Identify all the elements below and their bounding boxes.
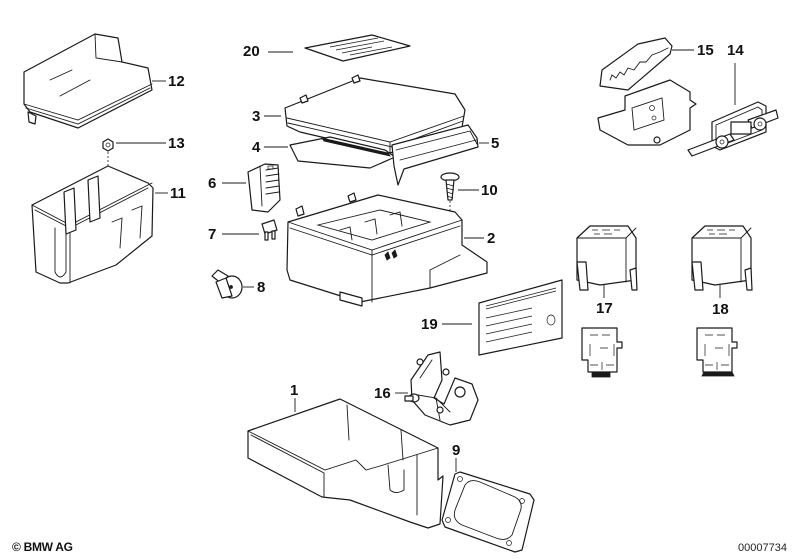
callout-5[interactable]: 5 [491, 135, 500, 152]
part-14-bridge[interactable] [687, 63, 779, 157]
part-9-gasket[interactable] [441, 471, 535, 553]
callout-1[interactable]: 1 [290, 382, 299, 399]
callout-4[interactable]: 4 [252, 139, 261, 156]
callout-7[interactable]: 7 [208, 226, 217, 243]
callout-12[interactable]: 12 [168, 73, 185, 90]
part-16-bracket[interactable] [404, 351, 479, 426]
part-4-gasket[interactable] [289, 136, 396, 169]
callout-6[interactable]: 6 [208, 175, 217, 192]
part-12-lid[interactable] [23, 33, 153, 129]
callout-2[interactable]: 2 [487, 230, 496, 247]
callout-13[interactable]: 13 [168, 135, 185, 152]
callout-19[interactable]: 19 [421, 316, 438, 333]
part-1-tray[interactable] [247, 398, 444, 529]
part-8-grommet[interactable] [211, 269, 243, 299]
callout-17[interactable]: 17 [596, 300, 613, 317]
part-18-socket[interactable] [691, 225, 753, 377]
callout-15[interactable]: 15 [697, 42, 714, 59]
part-10-screw[interactable] [440, 172, 460, 222]
callout-16[interactable]: 16 [374, 385, 391, 402]
part-6-clip[interactable] [247, 163, 281, 213]
part-2-base[interactable] [286, 192, 488, 307]
callout-9[interactable]: 9 [452, 442, 461, 459]
callout-18[interactable]: 18 [712, 301, 729, 318]
callout-3[interactable]: 3 [252, 108, 261, 125]
part-7-fuse[interactable] [261, 219, 278, 241]
part-15-terminal[interactable] [597, 37, 697, 146]
part-5-strip[interactable] [391, 124, 479, 186]
part-20-label[interactable] [304, 34, 411, 62]
part-13-nut[interactable] [102, 138, 114, 152]
callout-14[interactable]: 14 [727, 42, 744, 59]
callout-11[interactable]: 11 [170, 185, 186, 202]
part-17-socket[interactable] [576, 225, 638, 378]
copyright-notice: © BMW AG [12, 540, 73, 554]
diagram-number: 00007734 [738, 542, 787, 554]
part-11-housing[interactable] [31, 165, 154, 284]
callout-20[interactable]: 20 [243, 43, 260, 60]
callout-8[interactable]: 8 [257, 279, 266, 296]
callout-10[interactable]: 10 [481, 182, 498, 199]
part-19-sheet[interactable] [478, 279, 563, 356]
